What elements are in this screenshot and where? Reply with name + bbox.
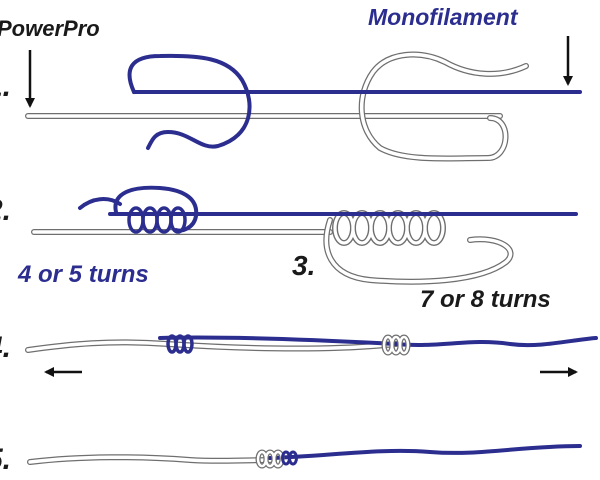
turns-powerpro-label: 4 or 5 turns (18, 261, 149, 288)
turns-mono-label: 7 or 8 turns (420, 286, 551, 313)
step-number-2: 2. (0, 194, 12, 227)
braid-turns (127, 206, 187, 234)
braid-loop-step1 (127, 53, 252, 150)
step-number-5: 5. (0, 443, 12, 476)
braid-knot-step4 (166, 334, 194, 354)
braid-line-step4 (158, 335, 598, 348)
mono-line-step5 (27, 454, 277, 465)
powerpro-label: PowerPro (0, 16, 100, 41)
step-1-illustration (25, 36, 582, 162)
mono-knot-step4 (381, 334, 411, 356)
step-3-illustration (323, 210, 514, 285)
step-number-1: 1. (0, 70, 12, 103)
mono-turns (332, 210, 446, 246)
mono-loop-step3 (323, 217, 514, 285)
step-2-illustration (31, 185, 578, 235)
step-number-3: 3. (292, 250, 316, 281)
braid-wrap-loop (113, 185, 199, 233)
monofilament-label: Monofilament (368, 4, 518, 30)
braid-line-step5 (268, 444, 582, 460)
finished-knot (255, 449, 298, 469)
step-number-4: 4. (0, 331, 12, 364)
mono-loop-step1 (358, 51, 529, 162)
mono-line-step4 (25, 339, 399, 353)
step-5-illustration (27, 444, 582, 469)
step-4-illustration (25, 334, 598, 377)
